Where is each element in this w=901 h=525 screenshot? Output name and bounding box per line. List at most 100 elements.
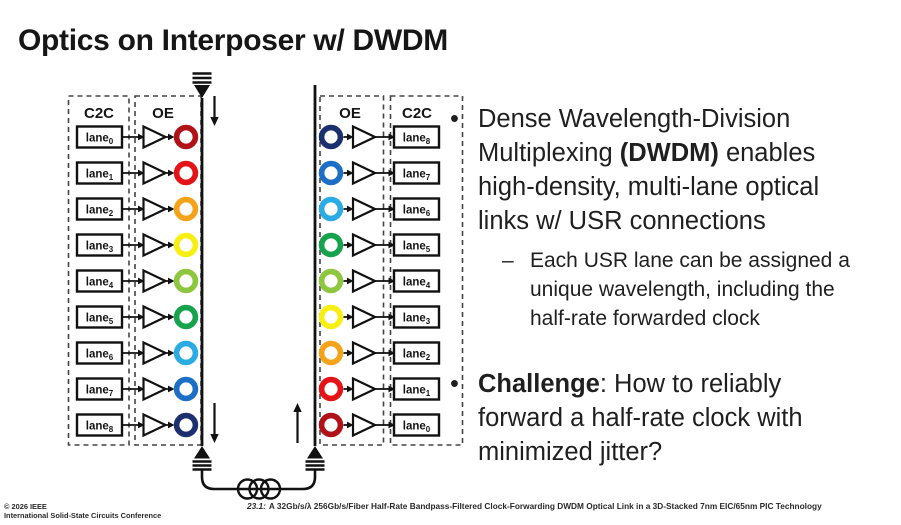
bullet-marker: • (450, 105, 459, 133)
signal-arrowhead (168, 241, 175, 249)
ring-modulator-icon (318, 232, 344, 258)
lane-label: lane4 (86, 277, 114, 291)
ring-modulator-icon (318, 196, 344, 222)
bullet-item: • Challenge: How to reliably forward a ha… (444, 367, 864, 469)
slide-title: Optics on Interposer w/ DWDM (18, 24, 448, 57)
ring-modulator-icon (318, 376, 344, 402)
signal-arrowhead (347, 421, 354, 429)
light-direction-arrowhead (293, 403, 302, 412)
lane-label: lane1 (86, 169, 114, 183)
lane-label: lane6 (86, 349, 114, 363)
signal-arrowhead (138, 385, 145, 393)
ring-modulator-icon (173, 124, 199, 150)
lane-box (392, 377, 441, 401)
grating-coupler-icon (194, 85, 210, 98)
lane-label: lane5 (403, 241, 431, 255)
ring-modulator-icon (318, 304, 344, 330)
oe-right-boundary (319, 95, 385, 446)
signal-arrowhead (388, 421, 395, 429)
signal-arrowhead (347, 169, 354, 177)
oe-right-label: OE (339, 105, 361, 122)
bullet-marker: – (502, 249, 514, 272)
grating-coupler-icon (194, 446, 210, 459)
signal-arrowhead (138, 205, 145, 213)
ring-modulator-icon (173, 412, 199, 438)
signal-arrowhead (168, 313, 175, 321)
lane-label: lane4 (403, 277, 431, 291)
signal-arrowhead (388, 169, 395, 177)
lane-box (392, 305, 441, 329)
signal-arrowhead (168, 133, 175, 141)
c2c-left-label: C2C (84, 105, 114, 122)
driver-triangle-icon (351, 232, 378, 258)
lane-label: lane1 (403, 385, 431, 399)
lane-box (392, 161, 441, 185)
signal-arrowhead (138, 169, 145, 177)
lane-box (75, 413, 124, 437)
lane-label: lane7 (403, 169, 431, 183)
bullet-item: • Dense Wavelength-Division Multiplexing … (444, 102, 864, 238)
signal-arrowhead (138, 241, 145, 249)
signal-arrowhead (347, 313, 354, 321)
lane-label: lane3 (86, 241, 114, 255)
signal-arrowhead (388, 277, 395, 285)
driver-triangle-icon (142, 232, 169, 258)
signal-arrowhead (138, 349, 145, 357)
lane-box (392, 233, 441, 257)
signal-arrowhead (168, 205, 175, 213)
bullet-text: Dense Wavelength-Division Multiplexing (… (478, 102, 864, 238)
signal-arrowhead (138, 421, 145, 429)
driver-triangle-icon (351, 124, 378, 150)
driver-triangle-icon (142, 196, 169, 222)
driver-triangle-icon (351, 196, 378, 222)
lane-label: lane8 (86, 421, 114, 435)
lane-box (392, 197, 441, 221)
signal-arrowhead (138, 277, 145, 285)
signal-arrowhead (168, 385, 175, 393)
signal-arrowhead (138, 133, 145, 141)
driver-triangle-icon (351, 412, 378, 438)
lane-box (75, 377, 124, 401)
signal-arrowhead (347, 277, 354, 285)
footer-copyright: © 2026 IEEE International Solid-State Ci… (4, 502, 161, 521)
fiber-link (200, 469, 317, 491)
lane-label: lane6 (403, 205, 431, 219)
bullet-text: Each USR lane can be assigned a unique w… (530, 246, 864, 333)
ring-modulator-icon (173, 160, 199, 186)
signal-arrowhead (347, 133, 354, 141)
grating-coupler-icon (307, 446, 323, 459)
ring-modulator-icon (318, 124, 344, 150)
lane-label: lane8 (403, 133, 431, 147)
bullet-text: Challenge: How to reliably forward a hal… (478, 367, 864, 469)
signal-arrowhead (168, 169, 175, 177)
driver-triangle-icon (142, 304, 169, 330)
driver-triangle-icon (351, 160, 378, 186)
bullet-list: • Dense Wavelength-Division Multiplexing … (444, 102, 864, 469)
driver-triangle-icon (142, 160, 169, 186)
signal-arrowhead (388, 205, 395, 213)
driver-triangle-icon (142, 124, 169, 150)
light-direction-arrowhead (210, 117, 219, 126)
light-direction-arrowhead (210, 434, 219, 443)
signal-arrowhead (388, 241, 395, 249)
text-segment: Each USR lane can be assigned a unique w… (530, 249, 850, 330)
lane-label: lane0 (86, 133, 114, 147)
bullet-marker: • (450, 370, 459, 398)
text-segment: Challenge (478, 370, 600, 398)
driver-triangle-icon (142, 340, 169, 366)
text-segment: (DWDM) (619, 139, 719, 167)
driver-triangle-icon (351, 304, 378, 330)
lane-box (75, 341, 124, 365)
driver-triangle-icon (142, 268, 169, 294)
lane-label: lane0 (403, 421, 431, 435)
signal-arrowhead (347, 385, 354, 393)
c2c-right-boundary (389, 95, 464, 446)
ring-modulator-icon (173, 340, 199, 366)
oe-left-label: OE (152, 105, 174, 122)
lane-box (75, 161, 124, 185)
ring-modulator-icon (318, 340, 344, 366)
driver-triangle-icon (142, 412, 169, 438)
signal-arrowhead (168, 349, 175, 357)
fiber-coil-icon (259, 478, 282, 500)
signal-arrowhead (168, 421, 175, 429)
